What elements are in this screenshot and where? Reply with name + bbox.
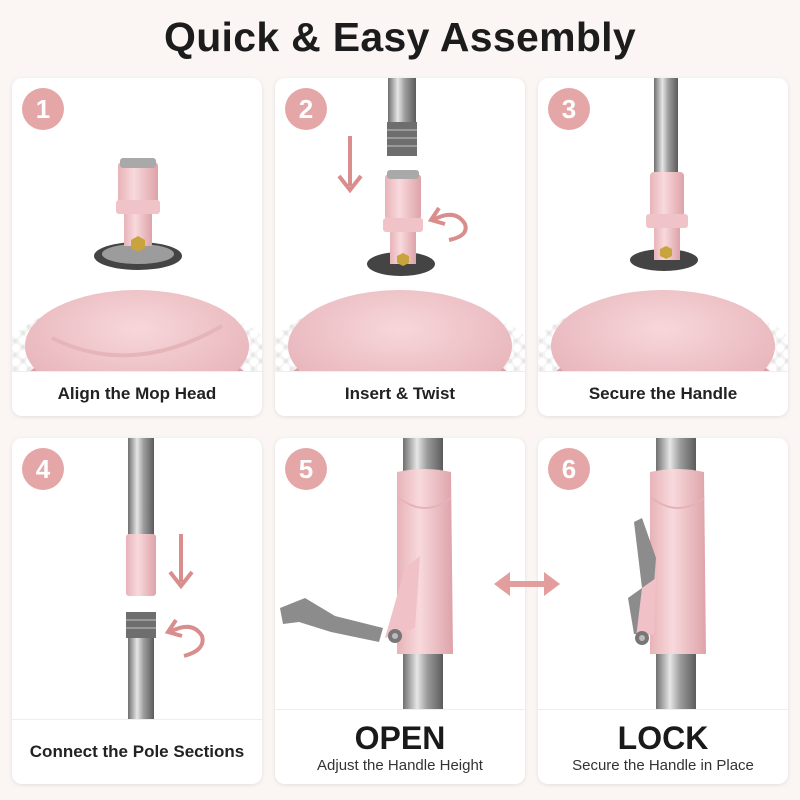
step-number-badge: 2	[285, 88, 327, 130]
step-card-6: 6 LOCK Secure the Handle in Place	[538, 438, 788, 784]
step-card-1: 1 Align the Mop Head	[12, 78, 262, 416]
down-arrow-icon	[168, 534, 194, 590]
step-card-5: 5 OPEN Adjust the Handle Height	[275, 438, 525, 784]
locked-lever-illustration	[628, 438, 706, 710]
double-arrow-icon	[494, 572, 560, 596]
open-lever-illustration	[280, 438, 453, 710]
step-caption: OPEN	[354, 719, 446, 756]
step-caption: LOCK	[617, 719, 709, 756]
step-card-4: 4 Connect the Pole Sections	[12, 438, 262, 784]
page-title: Quick & Easy Assembly	[164, 14, 636, 60]
step-number-badge: 3	[548, 88, 590, 130]
twist-arrow-icon	[427, 206, 468, 242]
step-number-badge: 1	[22, 88, 64, 130]
pole-sections-illustration	[126, 438, 156, 728]
step-card-3: 3 Secure the Handle	[538, 78, 788, 416]
step-subcaption: Secure the Handle in Place	[572, 756, 754, 774]
step-subcaption: Adjust the Handle Height	[317, 756, 483, 774]
twist-arrow-icon	[164, 618, 205, 658]
step-number-badge: 4	[22, 448, 64, 490]
step-caption-block: OPEN Adjust the Handle Height	[275, 709, 525, 784]
step-caption: Align the Mop Head	[12, 371, 262, 416]
step-number-badge: 5	[285, 448, 327, 490]
step-card-2: 2 Insert & Twist	[275, 78, 525, 416]
step-caption-block: LOCK Secure the Handle in Place	[538, 709, 788, 784]
step-caption: Insert & Twist	[275, 371, 525, 416]
step-number-badge: 6	[548, 448, 590, 490]
step-caption: Secure the Handle	[538, 371, 788, 416]
step-caption: Connect the Pole Sections	[12, 719, 262, 784]
down-arrow-icon	[337, 136, 363, 194]
